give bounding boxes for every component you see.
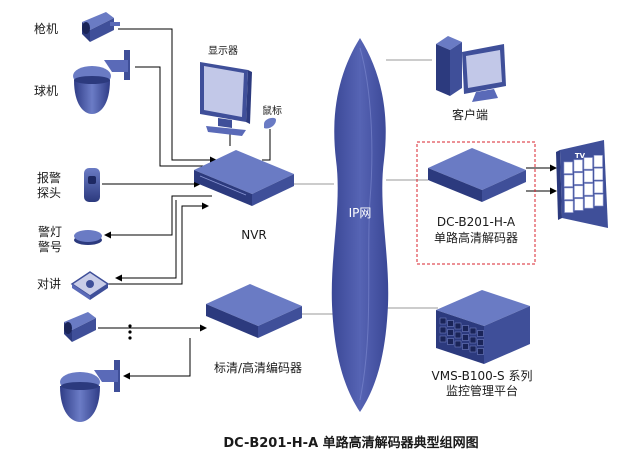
server-drive-bay xyxy=(439,326,447,334)
tv-screen-cell xyxy=(574,198,584,211)
ip-network-cloud: IP网 xyxy=(331,38,389,412)
server-drive-bay xyxy=(454,331,462,339)
bullet-camera-icon xyxy=(82,12,120,42)
diagram-caption: DC-B201-H-A 单路高清解码器典型组网图 xyxy=(223,435,478,451)
line-mouse-to-nvr xyxy=(262,129,271,161)
platform-server-icon xyxy=(436,290,530,364)
ellipsis-dots xyxy=(128,324,132,340)
server-drive-bay xyxy=(469,327,477,335)
alarm-detector-label-2: 探头 xyxy=(37,186,61,200)
tv-screen-cell xyxy=(584,196,594,209)
tv-screen-cell xyxy=(584,183,594,196)
tv-screen-cell xyxy=(593,168,604,181)
server-drive-bay xyxy=(469,336,477,344)
mouse-icon xyxy=(264,117,276,129)
connection-lines xyxy=(98,28,557,380)
tv-screen-cell xyxy=(573,159,583,172)
mouse-label: 鼠标 xyxy=(262,104,282,117)
server-drive-bay xyxy=(447,320,454,327)
server-drive-bay xyxy=(447,329,454,336)
monitor-icon xyxy=(200,62,252,136)
line-nvr-to-intercom xyxy=(115,200,177,282)
intercom-label: 对讲 xyxy=(37,276,61,291)
tv-screen-cell xyxy=(564,187,574,200)
server-drive-bay xyxy=(454,340,462,348)
tv-label: TV xyxy=(575,152,586,160)
dome-camera-icon xyxy=(73,50,130,114)
dome-camera-bottom-icon xyxy=(60,360,120,422)
encoder-label: 标清/高清编码器 xyxy=(214,360,302,375)
tv-screen-cell xyxy=(563,161,573,174)
ip-network-label: IP网 xyxy=(349,206,372,220)
client-pc-icon xyxy=(436,36,506,102)
platform-desc-label: 监控管理平台 xyxy=(446,383,518,398)
alarm-detector-label-1: 报警 xyxy=(37,170,61,185)
intercom-icon xyxy=(70,271,110,300)
server-drive-bay xyxy=(439,317,447,325)
server-drive-bay xyxy=(477,339,484,346)
server-drive-bay xyxy=(462,334,469,341)
tv-screen-cell xyxy=(564,200,574,213)
server-drive-bay xyxy=(447,338,454,345)
dome-camera-label: 球机 xyxy=(34,84,58,98)
server-drive-bay xyxy=(439,335,447,343)
nvr-icon xyxy=(194,150,294,206)
line-bullet-to-nvr xyxy=(118,28,217,164)
line-encoder-to-dome xyxy=(123,338,191,380)
monitor-label: 显示器 xyxy=(208,45,238,57)
tv-wall-icon xyxy=(556,140,608,228)
alarm-light-icon xyxy=(74,230,102,245)
alarm-detector-icon xyxy=(84,168,100,202)
server-drive-bay xyxy=(469,345,477,353)
decoder-icon xyxy=(428,148,526,202)
encoder-icon xyxy=(206,284,302,338)
tv-screen-cell xyxy=(574,185,584,198)
tv-screen-cell xyxy=(594,181,604,194)
decoder-model-label: DC-B201-H-A xyxy=(437,215,516,229)
line-nvr-to-light xyxy=(104,195,212,239)
tv-screen-cell xyxy=(594,194,604,207)
client-label: 客户端 xyxy=(452,107,488,122)
nvr-label: NVR xyxy=(241,228,267,242)
alarm-light-label-1: 警灯 xyxy=(38,224,62,239)
bullet-camera-label: 枪机 xyxy=(34,21,58,36)
tv-screen-cell xyxy=(563,174,574,187)
line-intercom-to-nvr xyxy=(108,202,209,285)
alarm-light-label-2: 警号 xyxy=(38,239,62,254)
tv-screen-cell xyxy=(583,170,594,183)
decoder-desc-label: 单路高清解码器 xyxy=(434,230,518,245)
server-drive-bay xyxy=(477,330,484,337)
line-dome-to-nvr xyxy=(135,66,217,170)
tv-screen-cell xyxy=(583,157,593,170)
tv-screen-cell xyxy=(573,172,584,185)
tv-screen-cell xyxy=(593,155,603,168)
server-drive-bay xyxy=(462,325,469,332)
server-drive-bay xyxy=(462,343,469,350)
server-drive-bay xyxy=(454,322,462,330)
platform-model-label: VMS-B100-S 系列 xyxy=(432,369,533,383)
server-drive-bay xyxy=(477,348,484,355)
bullet-camera-bottom-icon xyxy=(64,312,96,342)
